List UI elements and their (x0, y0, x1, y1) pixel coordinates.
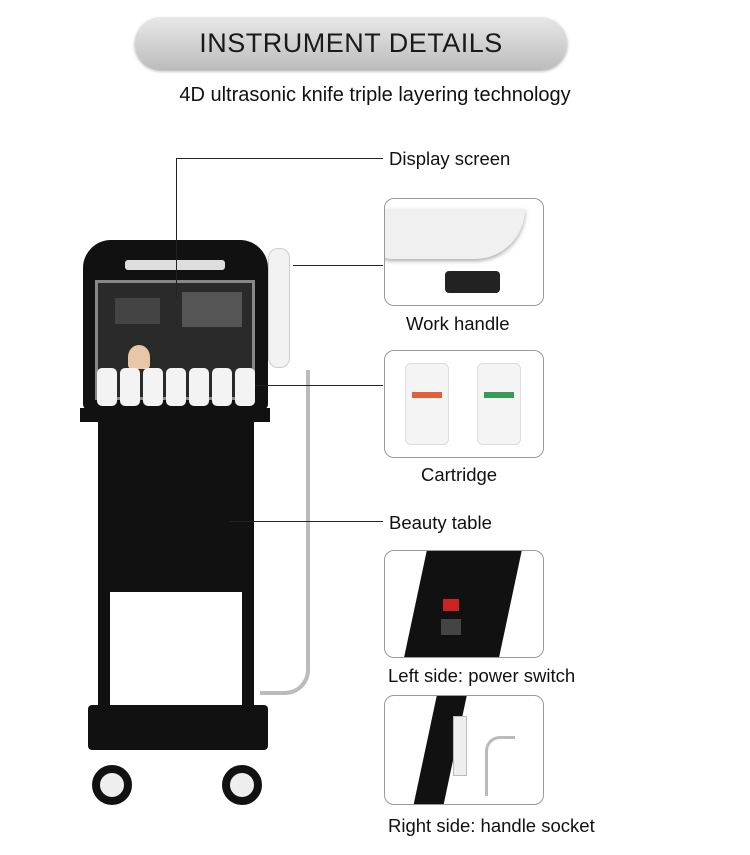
base (88, 705, 268, 750)
power-socket (441, 619, 461, 635)
screen-panel (115, 298, 160, 324)
label-display-screen: Display screen (389, 148, 511, 169)
handle-socket-photo (384, 695, 544, 805)
label-beauty-table: Beauty table (389, 512, 492, 533)
cartridge-row (97, 368, 255, 406)
cabinet (110, 422, 242, 592)
screen-panel (182, 292, 242, 327)
power-switch-photo (384, 550, 544, 658)
machine-illustration (80, 240, 310, 810)
work-handle (268, 248, 290, 368)
handle-slot (125, 260, 225, 270)
page-title: INSTRUMENT DETAILS (199, 27, 503, 58)
leader-line (230, 521, 383, 522)
leader-line (293, 265, 383, 266)
leader-line (255, 385, 383, 386)
subtitle: 4D ultrasonic knife triple layering tech… (179, 84, 571, 106)
leg (242, 422, 254, 712)
label-power-switch: Left side: power switch (388, 665, 576, 686)
title-banner: INSTRUMENT DETAILS (135, 17, 567, 69)
leader-line (176, 158, 177, 298)
leg (98, 422, 110, 712)
label-cartridge: Cartridge (421, 464, 498, 485)
face-image (128, 345, 150, 369)
cable (260, 370, 310, 695)
work-handle-photo (384, 198, 544, 306)
cartridge-photo (384, 350, 544, 458)
power-switch (443, 599, 459, 611)
label-handle-socket: Right side: handle socket (388, 815, 595, 836)
label-work-handle: Work handle (406, 313, 510, 334)
leader-line (176, 158, 383, 159)
wheel (222, 765, 262, 805)
wheel (92, 765, 132, 805)
tray (80, 408, 270, 422)
